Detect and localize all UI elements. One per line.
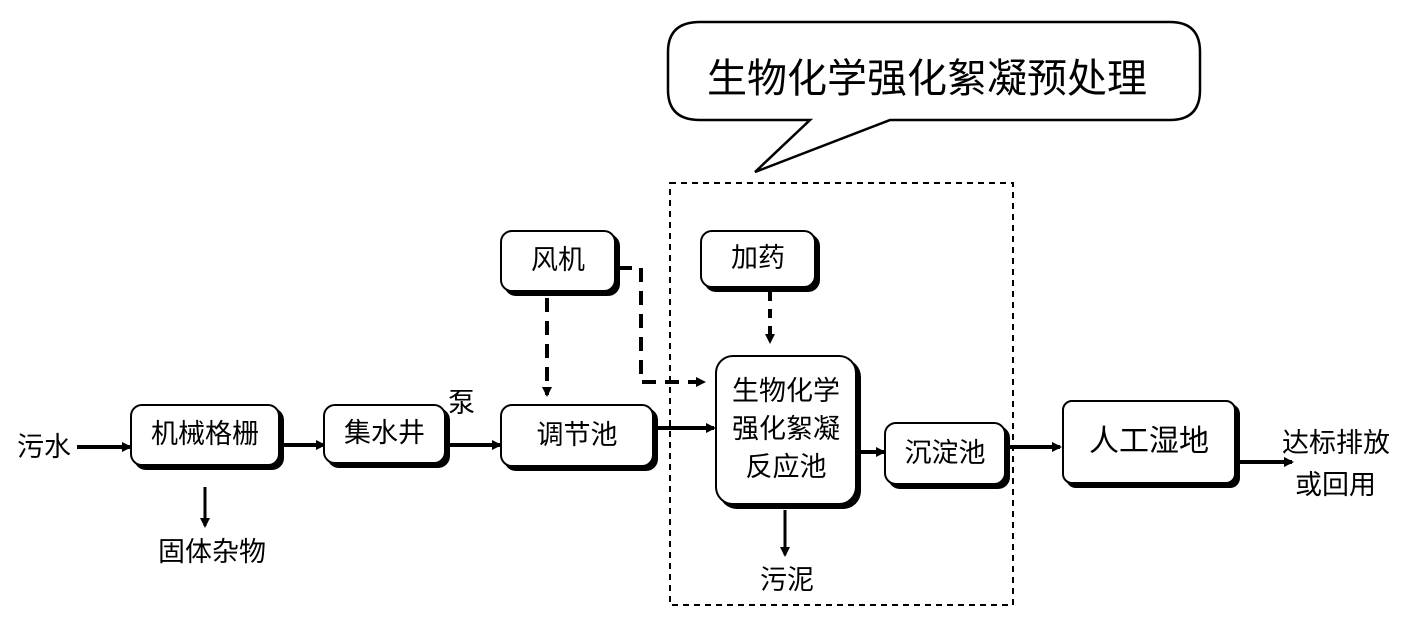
solid-debris-label: 固体杂物	[158, 537, 266, 568]
reaction-tank-line-3: 反应池	[745, 452, 827, 483]
collection-well-box: 集水井	[323, 404, 446, 464]
dosing-box: 加药	[700, 230, 816, 288]
reaction-tank-line-1: 生物化学	[732, 376, 840, 407]
callout-bubble	[666, 20, 1202, 174]
grille-box: 机械格栅	[130, 404, 280, 466]
pretreatment-boundary	[669, 182, 1014, 606]
pump-label: 泵	[448, 388, 475, 419]
sedimentation-tank-box: 沉淀池	[884, 422, 1006, 485]
sludge-label: 污泥	[760, 565, 814, 596]
dashed-blower-to-reaction	[618, 266, 706, 387]
equalization-tank-box: 调节池	[500, 404, 654, 467]
effluent-label-line-2: 或回用	[1295, 470, 1376, 501]
reaction-tank-box: 生物化学 强化絮凝 反应池	[715, 355, 857, 505]
reaction-tank-line-2: 强化絮凝	[732, 414, 840, 445]
constructed-wetland-box: 人工湿地	[1062, 400, 1236, 484]
effluent-label-line-1: 达标排放	[1282, 428, 1390, 459]
callout-title: 生物化学强化絮凝预处理	[707, 56, 1147, 102]
influent-label: 污水	[17, 432, 71, 463]
blower-box: 风机	[500, 230, 616, 292]
